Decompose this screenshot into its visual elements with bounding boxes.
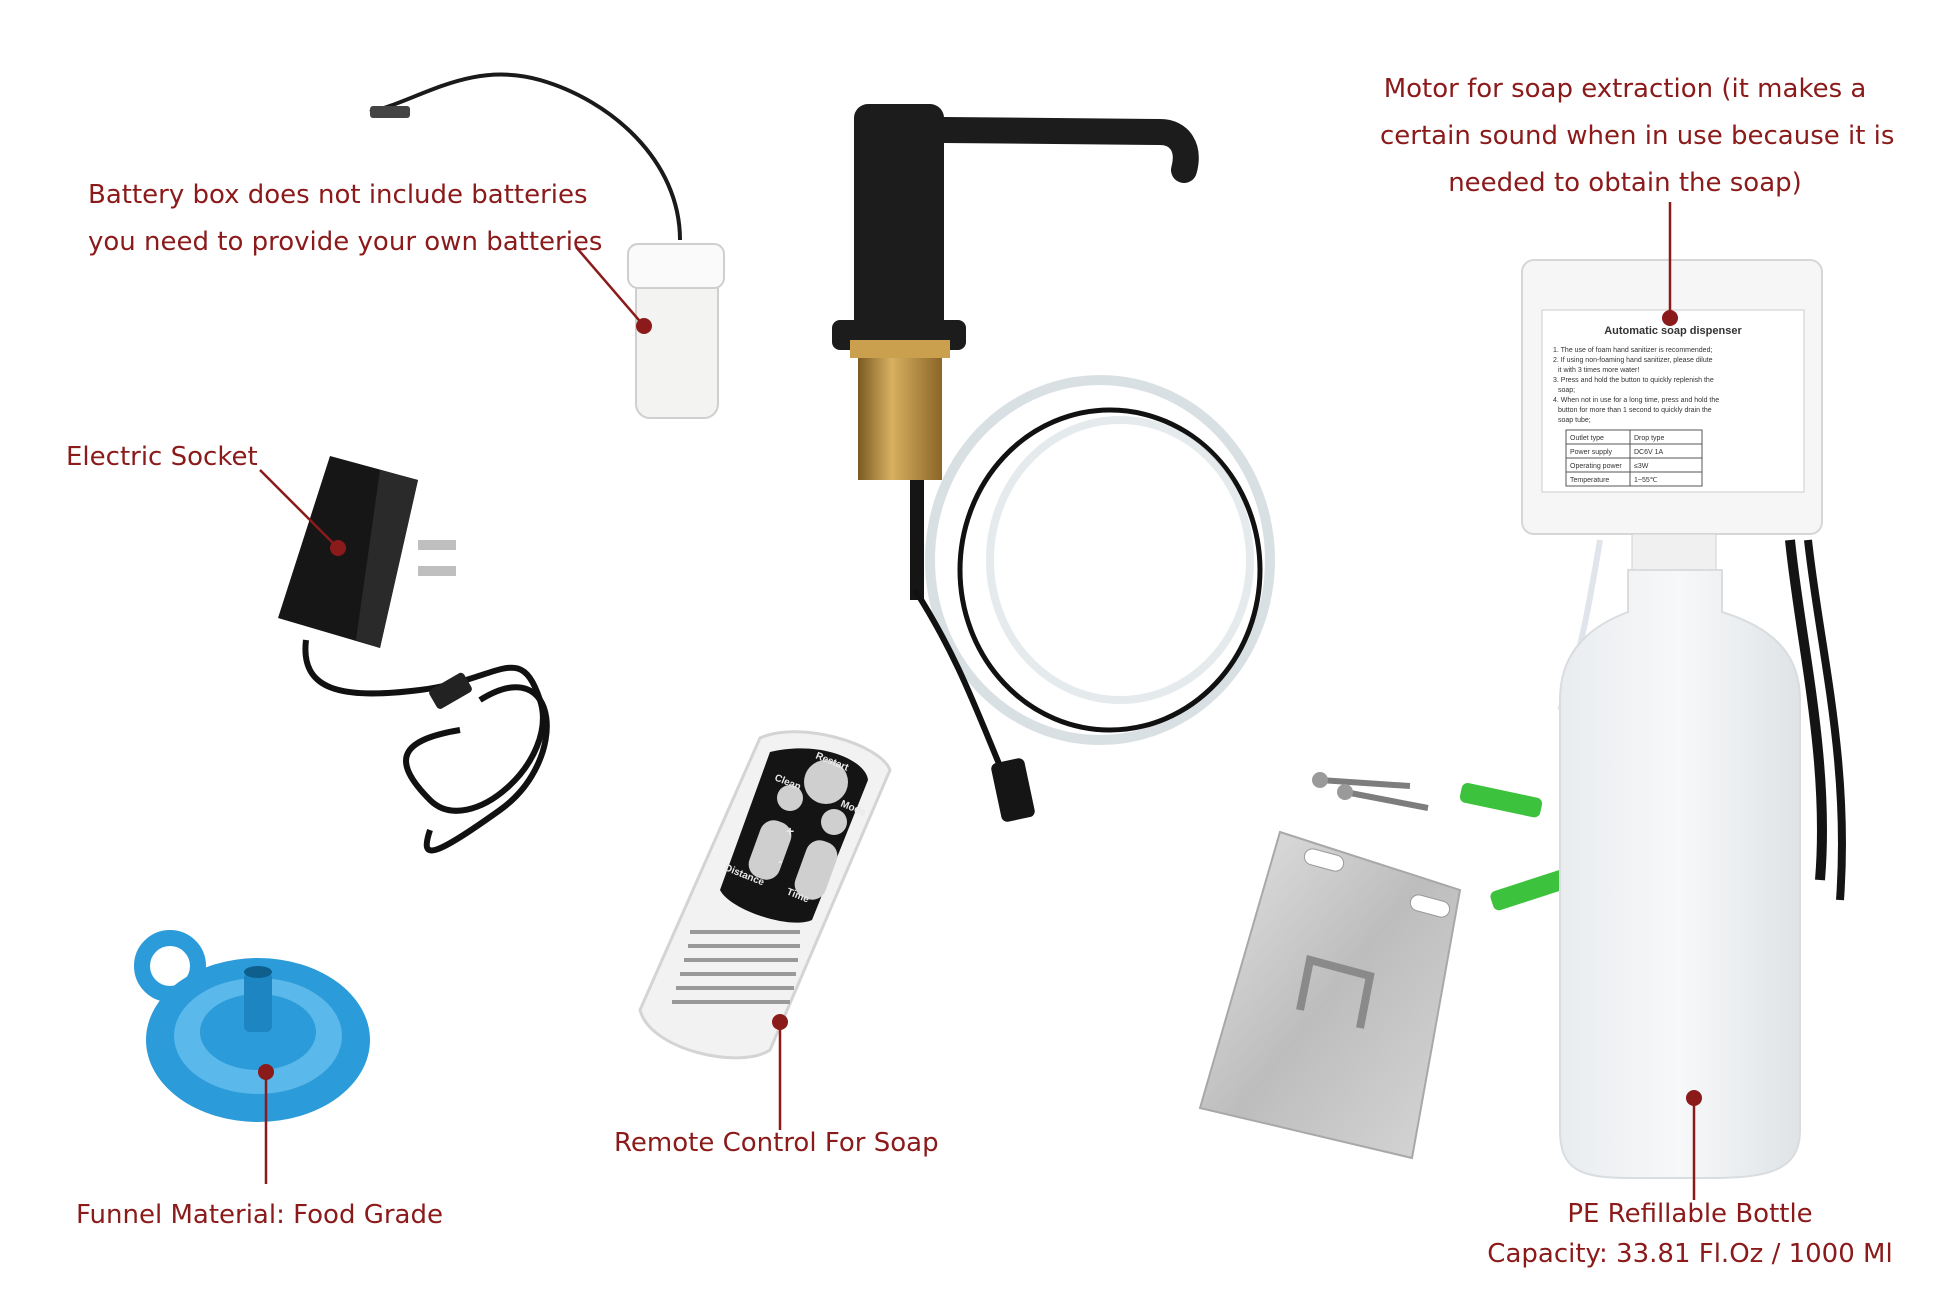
sticker-note: 1. The use of foam hand sanitizer is rec…: [1553, 347, 1712, 354]
soap-tube-coil: [912, 375, 1275, 822]
battery-box-label: Battery box does not include batteries y…: [88, 172, 602, 266]
electric-socket-label: Electric Socket: [66, 442, 258, 472]
motor-sticker: Automatic soap dispenser 1. The use of f…: [1553, 325, 1742, 487]
silicone-funnel: [134, 930, 370, 1122]
sticker-note: soap tube;: [1558, 417, 1591, 424]
bottle-label: PE Refillable Bottle Capacity: 33.81 Fl.…: [1460, 1194, 1920, 1274]
spec-cell: Drop type: [1634, 435, 1664, 442]
power-adapter: [278, 456, 550, 854]
soap-pump-head: [832, 104, 1199, 600]
battery-label-line: Battery box does not include batteries: [88, 180, 588, 210]
spec-cell: Temperature: [1570, 477, 1609, 484]
bottle-label-line: PE Refillable Bottle: [1567, 1199, 1813, 1229]
callout-lines: [258, 202, 1702, 1200]
bottle-callout-dot: [1686, 1090, 1702, 1106]
sticker-note: 2. If using non-foaming hand sanitizer, …: [1553, 357, 1713, 364]
motor-label-line: needed to obtain the soap): [1448, 168, 1802, 198]
bottle-label-line: Capacity: 33.81 Fl.Oz / 1000 Ml: [1487, 1239, 1893, 1269]
sticker-note: button for more than 1 second to quickly…: [1558, 407, 1712, 414]
minus-label: -: [778, 853, 783, 869]
remote-callout-dot: [772, 1014, 788, 1030]
refillable-bottle: [1559, 569, 1801, 1179]
motor-label-line: Motor for soap extraction (it makes a: [1383, 74, 1867, 104]
socket-callout-dot: [330, 540, 346, 556]
sticker-spec-table: Outlet type Drop type Power supply DC6V …: [1565, 429, 1703, 487]
motor-label: Motor for soap extraction (it makes a ce…: [1380, 66, 1895, 207]
remote-control: [638, 730, 892, 1060]
remote-print-lines: [672, 930, 800, 1004]
spec-cell: Outlet type: [1570, 435, 1604, 442]
motor-unit: [1521, 259, 1846, 901]
sticker-note: 3. Press and hold the button to quickly …: [1553, 377, 1714, 384]
plus-label: +: [786, 823, 794, 839]
funnel-label: Funnel Material: Food Grade: [76, 1200, 443, 1230]
sticker-note: 4. When not in use for a long time, pres…: [1553, 397, 1719, 404]
wall-bracket-plate: [1198, 830, 1462, 1160]
funnel-callout-dot: [258, 1064, 274, 1080]
spec-cell: 1~55℃: [1634, 477, 1658, 484]
battery-label-line: you need to provide your own batteries: [88, 227, 603, 257]
mounting-hardware: [1312, 772, 1572, 911]
motor-callout-dot: [1662, 310, 1678, 326]
spec-cell: Operating power: [1570, 463, 1622, 470]
spec-cell: DC6V 1A: [1634, 449, 1664, 456]
motor-label-line: certain sound when in use because it is: [1380, 121, 1895, 151]
sticker-note: it with 3 times more water!: [1558, 367, 1639, 374]
battery-box: [369, 72, 725, 419]
spec-cell: ≤3W: [1634, 463, 1649, 470]
battery-callout-dot: [636, 318, 652, 334]
sticker-title: Automatic soap dispenser: [1604, 325, 1742, 337]
spec-cell: Power supply: [1570, 449, 1613, 456]
sticker-note: soap;: [1558, 387, 1575, 394]
remote-control-label: Remote Control For Soap: [614, 1128, 939, 1158]
